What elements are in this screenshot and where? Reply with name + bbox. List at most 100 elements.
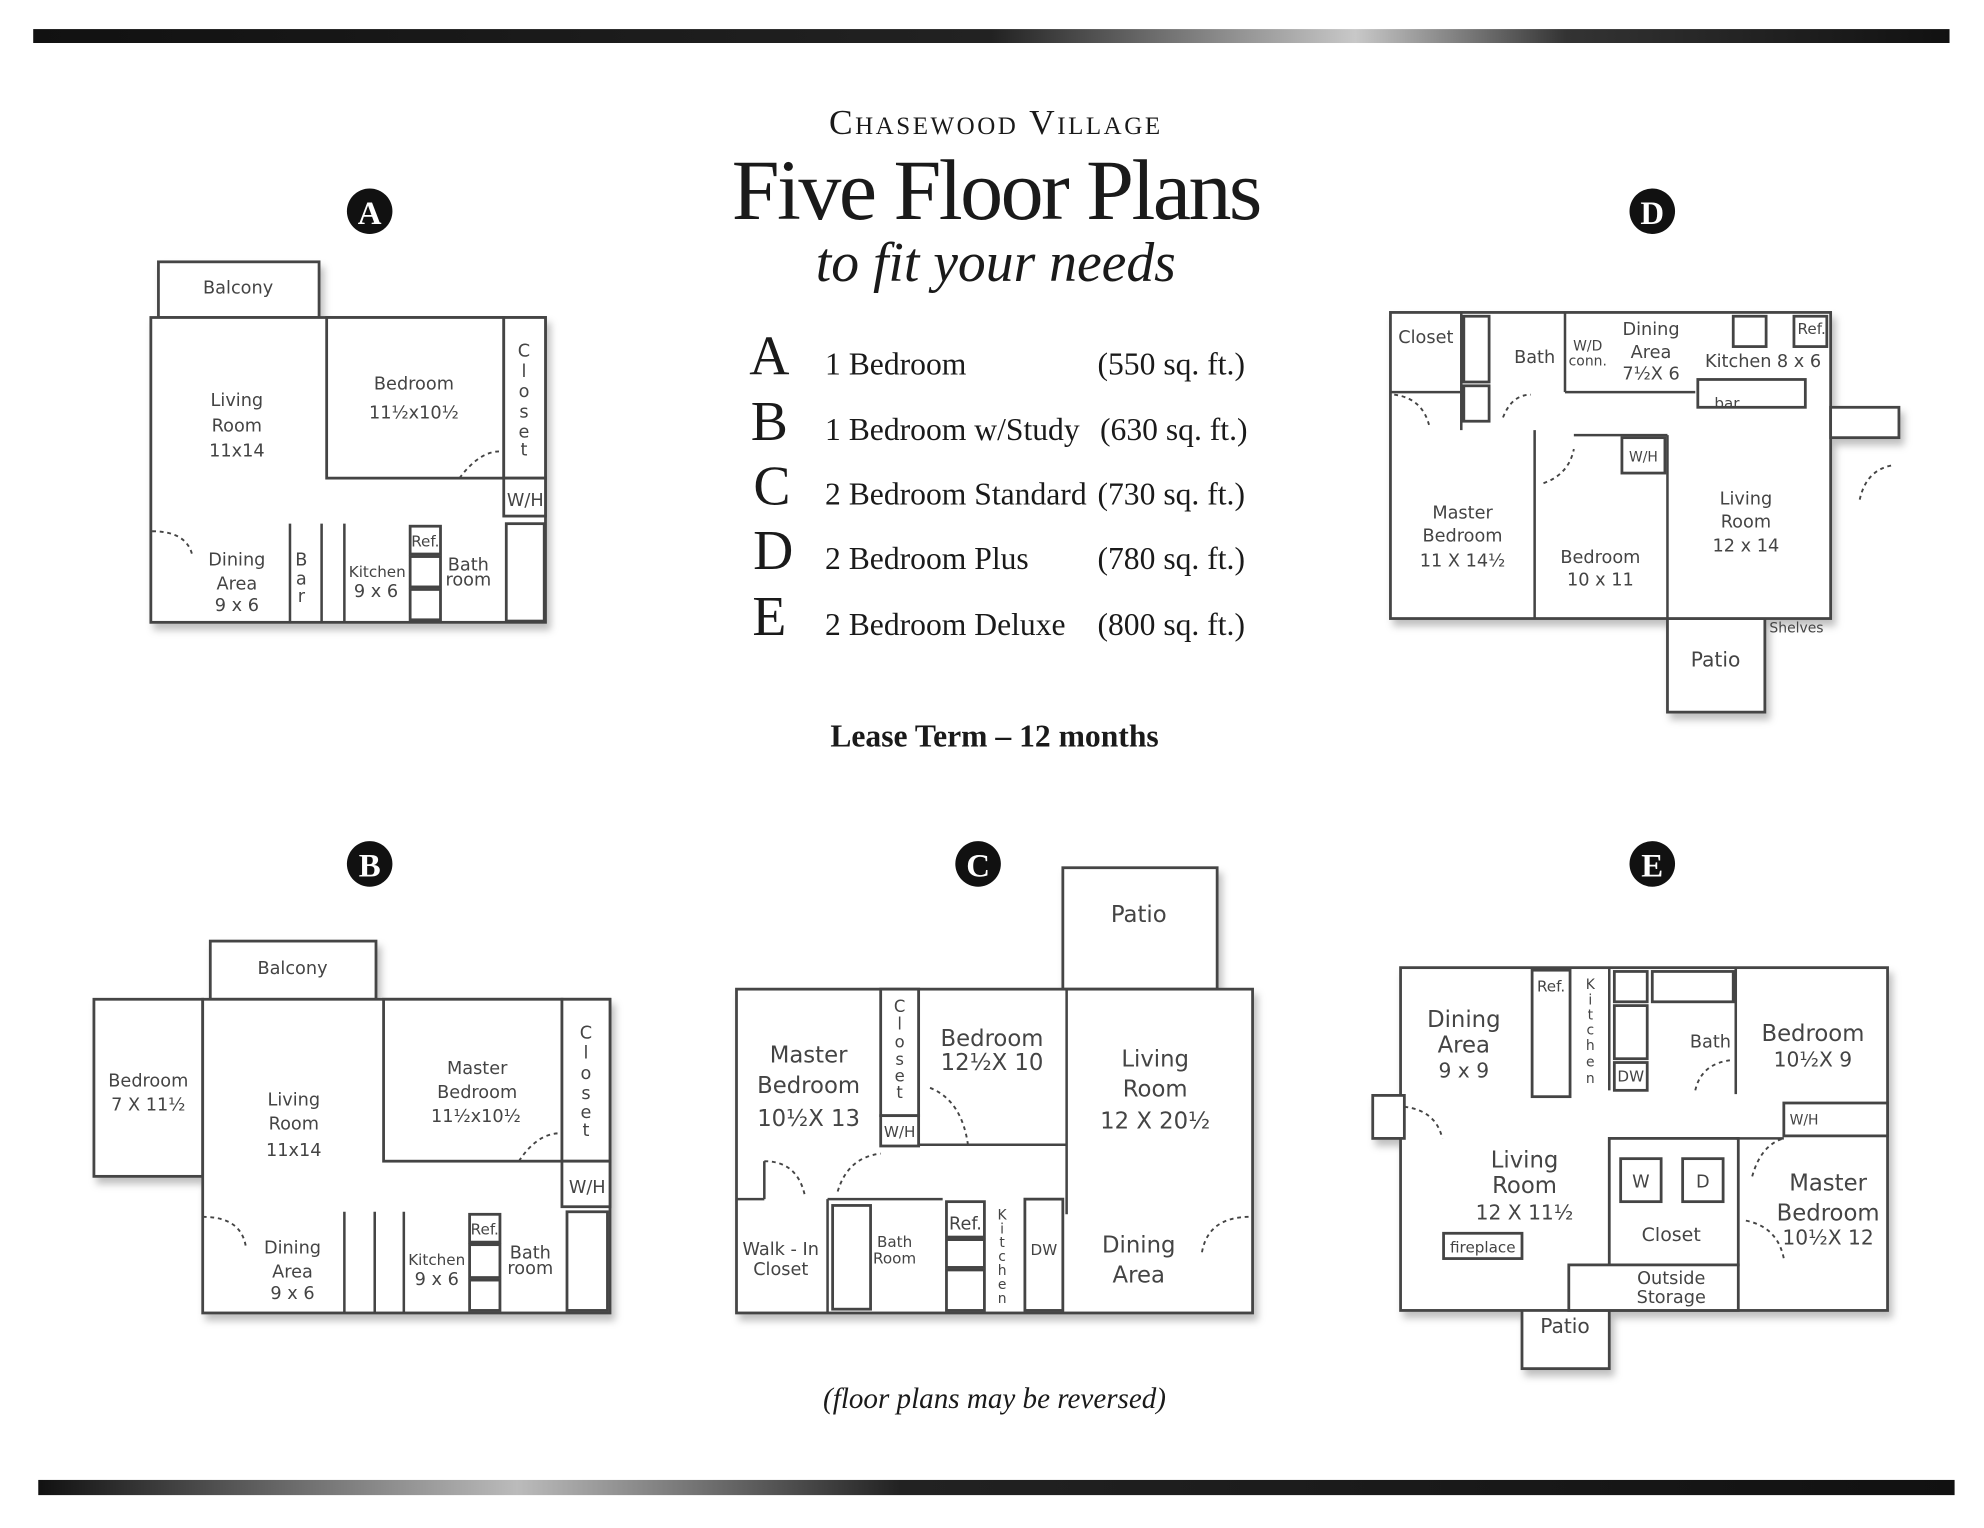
room-label: Bath — [448, 555, 489, 575]
room-label: o — [895, 1032, 905, 1051]
room-label: conn. — [1569, 354, 1607, 370]
plan-badges: A B C D E — [346, 188, 1676, 887]
room-label: t — [582, 1121, 589, 1141]
room-label: c — [1586, 1023, 1594, 1039]
room-label: W/H — [569, 1178, 606, 1198]
room-label: Bedroom — [757, 1073, 860, 1099]
plan-size: (730 sq. ft.) — [1097, 477, 1245, 512]
room-label: 11½x10½ — [369, 404, 459, 424]
room-label: o — [581, 1064, 592, 1084]
room-label: h — [998, 1263, 1007, 1279]
room-label: Room — [1123, 1077, 1188, 1103]
room-label: B — [295, 550, 307, 570]
room-label: 10 x 11 — [1567, 571, 1634, 591]
bottom-rule — [38, 1479, 1955, 1496]
floor-plan-e: Dining Area 9 x 9 Ref. K i t c h e n Bat… — [1371, 966, 1889, 1371]
room-label: s — [581, 1084, 590, 1104]
room-label: W/H — [1790, 1112, 1819, 1128]
badge-c: C — [966, 849, 990, 885]
room-label: t — [521, 440, 528, 460]
room-label: Bath — [1514, 348, 1555, 368]
room-label: Bath — [510, 1244, 551, 1264]
top-rule — [33, 29, 1950, 44]
room-label: Living — [211, 391, 264, 411]
room-label: 9 x 6 — [215, 596, 259, 616]
room-label: 10½X 13 — [757, 1106, 860, 1132]
room-label: Area — [1438, 1032, 1490, 1058]
plan-type: 1 Bedroom — [825, 346, 967, 381]
room-label: Room — [1721, 512, 1771, 532]
room-label: Bedroom — [941, 1026, 1044, 1052]
room-label: 7 X 11½ — [111, 1096, 185, 1116]
brand-name: Chasewood Village — [829, 102, 1163, 142]
room-label: Balcony — [203, 278, 273, 298]
room-label: 11 X 14½ — [1420, 552, 1506, 572]
room-label: Living — [1720, 490, 1773, 510]
room-label: n — [1586, 1071, 1595, 1087]
room-label: W/H — [1629, 450, 1658, 466]
room-label: Storage — [1637, 1288, 1706, 1308]
room-label: 9 x 9 — [1439, 1059, 1490, 1083]
room-label: Bath — [1690, 1032, 1731, 1052]
room-label: 11x14 — [209, 442, 264, 462]
room-label: Living — [267, 1091, 320, 1111]
room-label: Living — [1491, 1148, 1559, 1174]
room-label: Kitchen — [349, 563, 406, 581]
room-label: Master — [1789, 1170, 1867, 1196]
room-label: 9 x 6 — [270, 1284, 314, 1304]
room-label: c — [998, 1249, 1006, 1265]
room-label: Bedroom — [108, 1072, 188, 1092]
room-label: 9 x 6 — [415, 1270, 459, 1290]
room-label: 11x14 — [266, 1141, 321, 1161]
room-label: Dining — [1427, 1007, 1500, 1033]
plan-size: (800 sq. ft.) — [1097, 607, 1245, 642]
room-label: Closet — [1642, 1224, 1701, 1246]
room-label: Dining — [264, 1239, 321, 1259]
reversal-note: (floor plans may be reversed) — [823, 1383, 1166, 1415]
room-label: Shelves — [1769, 620, 1823, 636]
room-label: DW — [1031, 1241, 1058, 1259]
plan-letter: D — [753, 520, 793, 582]
room-label: Patio — [1691, 648, 1741, 672]
room-label: e — [998, 1277, 1007, 1293]
room-label: t — [1588, 1008, 1594, 1024]
room-label: Outside — [1637, 1269, 1705, 1289]
room-label: 11½x10½ — [431, 1107, 521, 1127]
room-label: W/H — [507, 491, 544, 511]
room-label: C — [580, 1023, 592, 1043]
room-label: Bedroom — [374, 375, 454, 395]
room-label: Ref. — [411, 532, 439, 550]
room-label: e — [519, 423, 530, 443]
plan-size: (550 sq. ft.) — [1097, 346, 1245, 381]
room-label: 9 x 6 — [354, 582, 398, 602]
plan-size: (780 sq. ft.) — [1097, 541, 1245, 576]
room-label: Bedroom — [437, 1083, 517, 1103]
room-label: room — [507, 1259, 553, 1279]
room-label: 12 X 11½ — [1476, 1200, 1574, 1224]
page-subtitle: to fit your needs — [816, 232, 1176, 294]
room-label: Kitchen — [1705, 352, 1771, 372]
room-label: K — [1586, 977, 1596, 993]
room-label: Dining — [1102, 1232, 1175, 1258]
room-label: 8 x 6 — [1777, 352, 1821, 372]
room-label: l — [897, 1015, 902, 1034]
room-label: fireplace — [1450, 1238, 1516, 1256]
room-label: Room — [1492, 1173, 1557, 1199]
room-label: i — [1588, 992, 1592, 1008]
room-label: i — [1000, 1221, 1004, 1237]
room-label: Room — [873, 1250, 916, 1268]
room-label: Closet — [1398, 328, 1453, 348]
room-label: e — [895, 1066, 905, 1085]
room-label: K — [998, 1207, 1008, 1223]
room-label: Area — [216, 574, 257, 594]
room-label: Room — [212, 416, 262, 436]
room-label: C — [518, 342, 530, 362]
room-label: e — [1586, 1054, 1595, 1070]
page-title: Five Floor Plans — [732, 142, 1260, 238]
room-label: room — [445, 571, 491, 591]
room-label: 10½X 9 — [1774, 1047, 1852, 1071]
room-label: l — [584, 1044, 589, 1064]
room-label: e — [581, 1103, 592, 1123]
room-label: l — [522, 362, 527, 382]
